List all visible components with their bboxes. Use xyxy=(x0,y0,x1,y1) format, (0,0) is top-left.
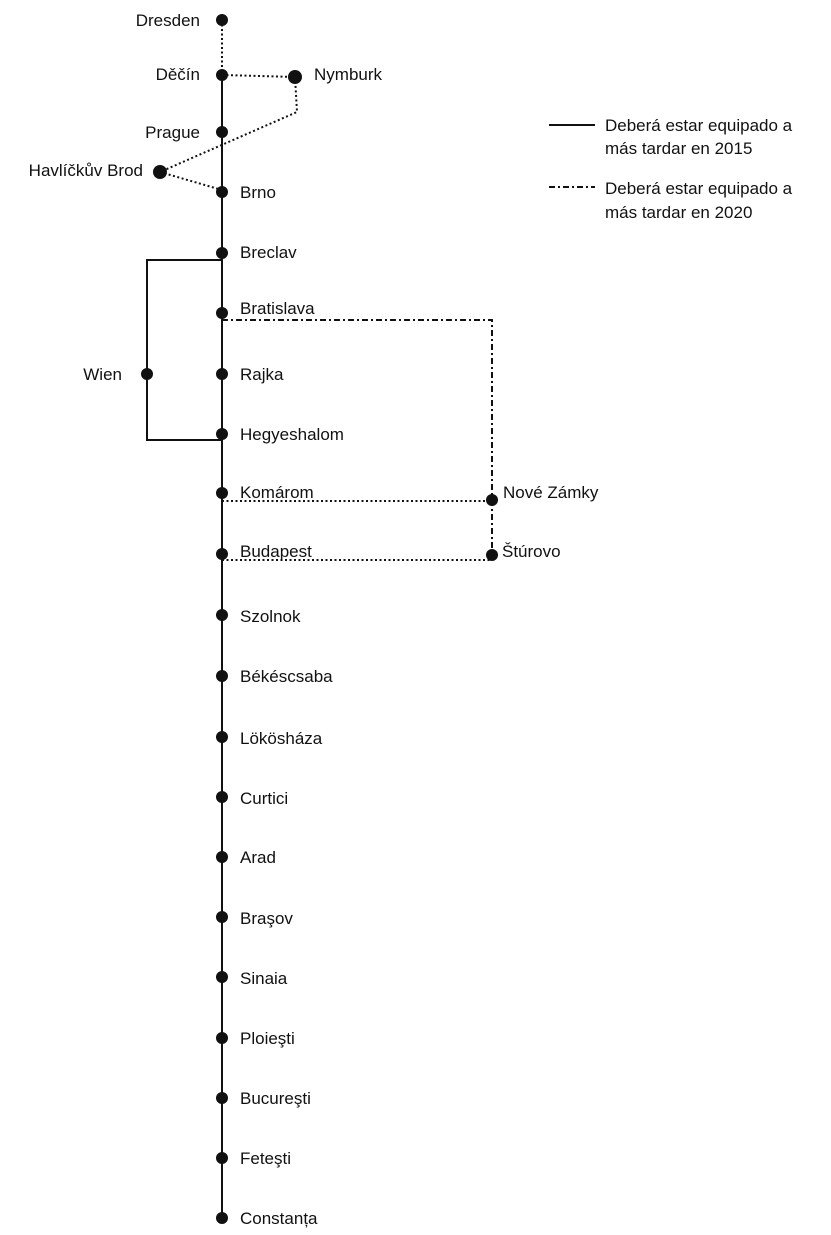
node-nymburk xyxy=(288,70,302,84)
wien-loop xyxy=(146,259,222,441)
station-labels: Dresden Děčín Nymburk Prague Havlíčkův B… xyxy=(29,11,599,1228)
label-komarom: Komárom xyxy=(240,483,314,502)
bratislava-nove-zamky-link xyxy=(222,319,493,500)
label-prague: Prague xyxy=(145,123,200,142)
label-rajka: Rajka xyxy=(240,365,284,384)
label-budapest: Budapest xyxy=(240,542,312,561)
node-rajka xyxy=(216,368,228,380)
label-sturovo: Štúrovo xyxy=(502,542,561,561)
decin-nymburk-link xyxy=(221,74,296,78)
node-bekescsaba xyxy=(216,670,228,682)
label-decin: Děčín xyxy=(156,65,200,84)
node-wien xyxy=(141,368,153,380)
label-arad: Arad xyxy=(240,848,276,867)
label-constanta: Constanța xyxy=(240,1209,318,1228)
node-brasov xyxy=(216,911,228,923)
label-lokoshaza: Lökösháza xyxy=(240,729,323,748)
label-curtici: Curtici xyxy=(240,789,288,808)
node-breclav xyxy=(216,247,228,259)
node-bucuresti xyxy=(216,1092,228,1104)
node-sturovo xyxy=(486,549,498,561)
node-lokoshaza xyxy=(216,731,228,743)
node-prague xyxy=(216,126,228,138)
label-szolnok: Szolnok xyxy=(240,607,301,626)
label-nymburk: Nymburk xyxy=(314,65,383,84)
node-budapest xyxy=(216,548,228,560)
legend-dotted-text-2: más tardar en 2020 xyxy=(605,203,752,222)
node-bratislava xyxy=(216,307,228,319)
node-decin xyxy=(216,69,228,81)
label-sinaia: Sinaia xyxy=(240,969,288,988)
label-breclav: Breclav xyxy=(240,243,297,262)
label-havlickuv-brod: Havlíčkův Brod xyxy=(29,161,143,180)
label-brno: Brno xyxy=(240,183,276,202)
label-nove-zamky: Nové Zámky xyxy=(503,483,599,502)
node-dresden xyxy=(216,14,228,26)
label-brasov: Braşov xyxy=(240,909,293,928)
legend-solid-text-1: Deberá estar equipado a xyxy=(605,116,793,135)
node-komarom xyxy=(216,487,228,499)
label-bucuresti: Bucureşti xyxy=(240,1089,311,1108)
label-fetesti: Feteşti xyxy=(240,1149,291,1168)
havlickuv-brod-brno-link xyxy=(159,171,223,191)
station-nodes xyxy=(141,14,498,1224)
legend-dotted-text-1: Deberá estar equipado a xyxy=(605,179,793,198)
node-fetesti xyxy=(216,1152,228,1164)
label-wien: Wien xyxy=(83,365,122,384)
node-nove-zamky xyxy=(486,494,498,506)
node-curtici xyxy=(216,791,228,803)
node-brno xyxy=(216,186,228,198)
node-ploiesti xyxy=(216,1032,228,1044)
node-sinaia xyxy=(216,971,228,983)
label-ploiesti: Ploieşti xyxy=(240,1029,295,1048)
label-bratislava: Bratislava xyxy=(240,299,315,318)
node-szolnok xyxy=(216,609,228,621)
label-bekescsaba: Békéscsaba xyxy=(240,667,333,686)
label-hegyeshalom: Hegyeshalom xyxy=(240,425,344,444)
node-constanta xyxy=(216,1212,228,1224)
label-dresden: Dresden xyxy=(136,11,200,30)
legend-solid-text-2: más tardar en 2015 xyxy=(605,139,752,158)
node-hegyeshalom xyxy=(216,428,228,440)
node-havlickuv-brod xyxy=(153,165,167,179)
node-arad xyxy=(216,851,228,863)
